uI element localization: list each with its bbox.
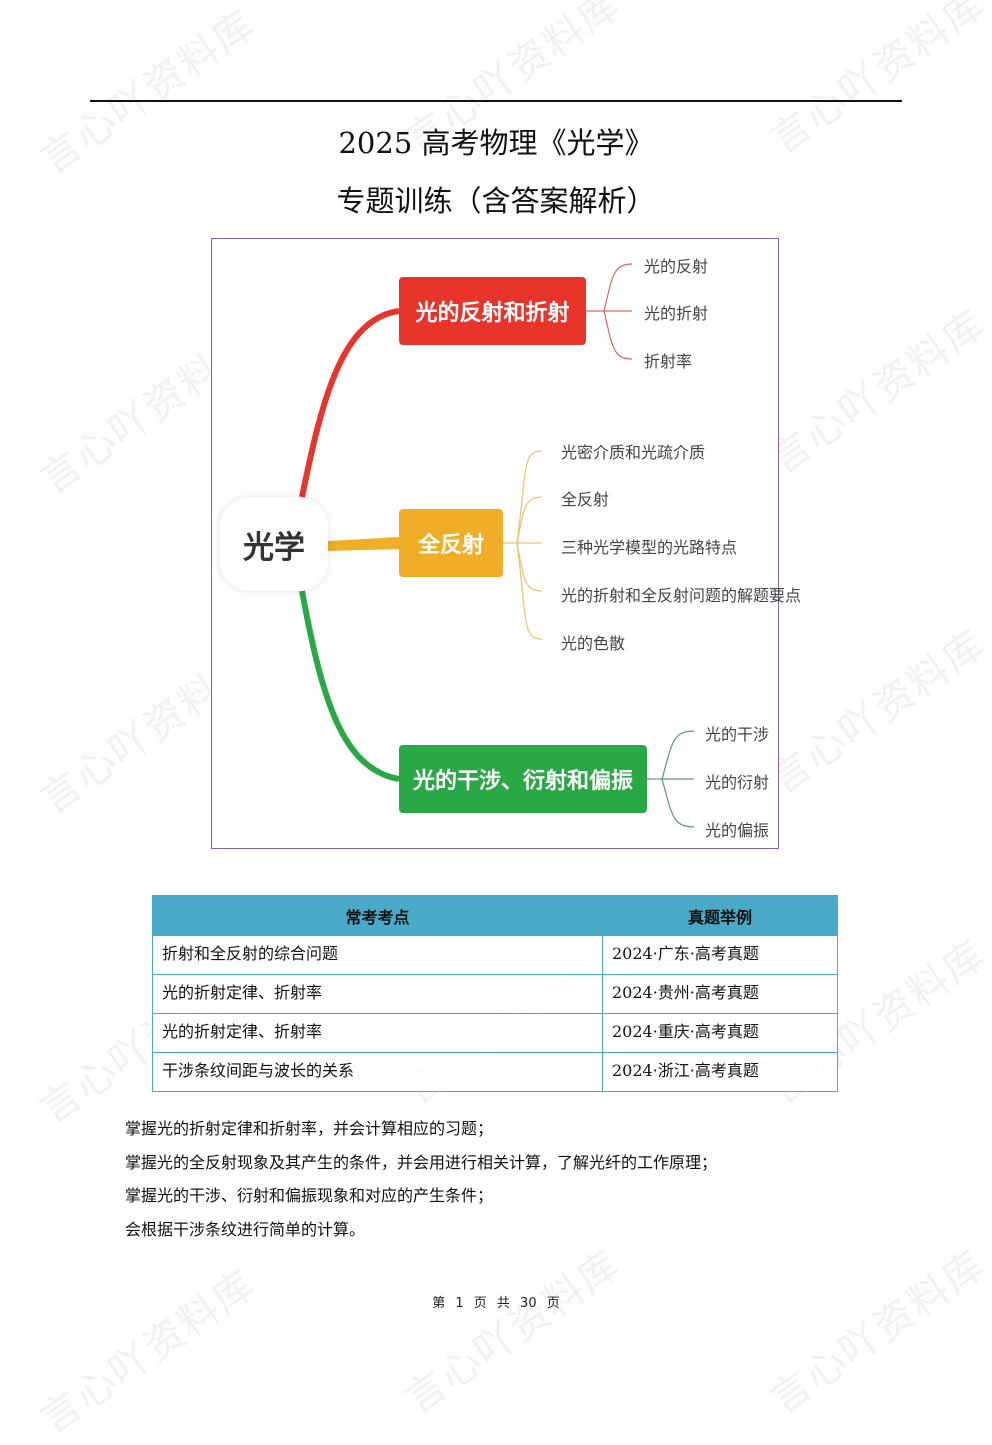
table-cell-example: 2024·广东·高考真题 <box>602 935 838 975</box>
mindmap-leaf: 三种光学模型的光路特点 <box>561 538 738 557</box>
mindmap-branch-total-reflection: 全反射 <box>399 509 503 577</box>
mindmap-branch-interference-diffraction-polarization: 光的干涉、衍射和偏振 <box>399 745 647 813</box>
table-row: 光的折射定律、折射率 2024·重庆·高考真题 <box>152 1013 838 1053</box>
mindmap-root-node: 光学 <box>220 497 328 591</box>
objective-line: 掌握光的干涉、衍射和偏振现象和对应的产生条件； <box>125 1186 494 1205</box>
table-cell-topic: 折射和全反射的综合问题 <box>152 935 603 975</box>
table-cell-example: 2024·浙江·高考真题 <box>602 1052 838 1092</box>
table-cell-example: 2024·贵州·高考真题 <box>602 974 838 1014</box>
mindmap-leaf: 光密介质和光疏介质 <box>561 443 706 462</box>
mindmap-leaf: 全反射 <box>561 490 610 509</box>
table-row: 光的折射定律、折射率 2024·贵州·高考真题 <box>152 974 838 1014</box>
watermark: 言心吖资料库 <box>396 1241 630 1424</box>
header-rule <box>90 100 902 102</box>
table-cell-topic: 光的折射定律、折射率 <box>152 974 603 1014</box>
mindmap-leaf: 光的干涉 <box>705 725 770 744</box>
watermark: 言心吖资料库 <box>31 1261 265 1444</box>
watermark: 言心吖资料库 <box>761 301 992 484</box>
table-header-row: 常考考点 真题举例 <box>152 895 838 936</box>
table-header-cell: 真题举例 <box>602 895 838 936</box>
table-header-cell: 常考考点 <box>152 895 603 936</box>
mindmap-leaf: 光的折射 <box>644 304 709 323</box>
table-cell-topic: 干涉条纹间距与波长的关系 <box>152 1052 603 1092</box>
table-cell-topic: 光的折射定律、折射率 <box>152 1013 603 1053</box>
page-number: 第 1 页 共 30 页 <box>432 1296 560 1311</box>
mindmap-leaf: 光的折射和全反射问题的解题要点 <box>561 586 802 605</box>
objective-line: 掌握光的折射定律和折射率，并会计算相应的习题； <box>125 1119 494 1138</box>
document-title: 2025 高考物理《光学》 <box>338 126 654 160</box>
watermark: 言心吖资料库 <box>761 621 992 804</box>
table-cell-example: 2024·重庆·高考真题 <box>602 1013 838 1053</box>
mindmap-connectors <box>299 263 695 828</box>
learning-objectives: 掌握光的折射定律和折射率，并会计算相应的习题； 掌握光的全反射现象及其产生的条件… <box>125 1112 717 1246</box>
mindmap-branch-reflection-refraction: 光的反射和折射 <box>399 277 586 345</box>
mindmap-leaf: 光的反射 <box>644 257 709 276</box>
table-row: 折射和全反射的综合问题 2024·广东·高考真题 <box>152 935 838 975</box>
exam-topics-table: 常考考点 真题举例 折射和全反射的综合问题 2024·广东·高考真题 光的折射定… <box>152 895 838 1092</box>
document-subtitle: 专题训练（含答案解析） <box>336 184 656 218</box>
watermark: 言心吖资料库 <box>761 1241 992 1424</box>
mindmap-leaf: 光的衍射 <box>705 773 770 792</box>
mindmap-leaf: 光的偏振 <box>705 821 770 840</box>
objective-line: 会根据干涉条纹进行简单的计算。 <box>125 1219 366 1239</box>
mindmap-leaf: 光的色散 <box>561 634 626 653</box>
objective-line: 掌握光的全反射现象及其产生的条件，并会用进行相关计算，了解光纤的工作原理； <box>125 1152 718 1172</box>
table-row: 干涉条纹间距与波长的关系 2024·浙江·高考真题 <box>152 1052 838 1092</box>
mindmap-leaf: 折射率 <box>644 352 693 371</box>
mindmap-figure: 光学 光的反射和折射 光的反射 光的折射 折射率 全反射 光密介质和光疏介质 全… <box>211 238 801 849</box>
